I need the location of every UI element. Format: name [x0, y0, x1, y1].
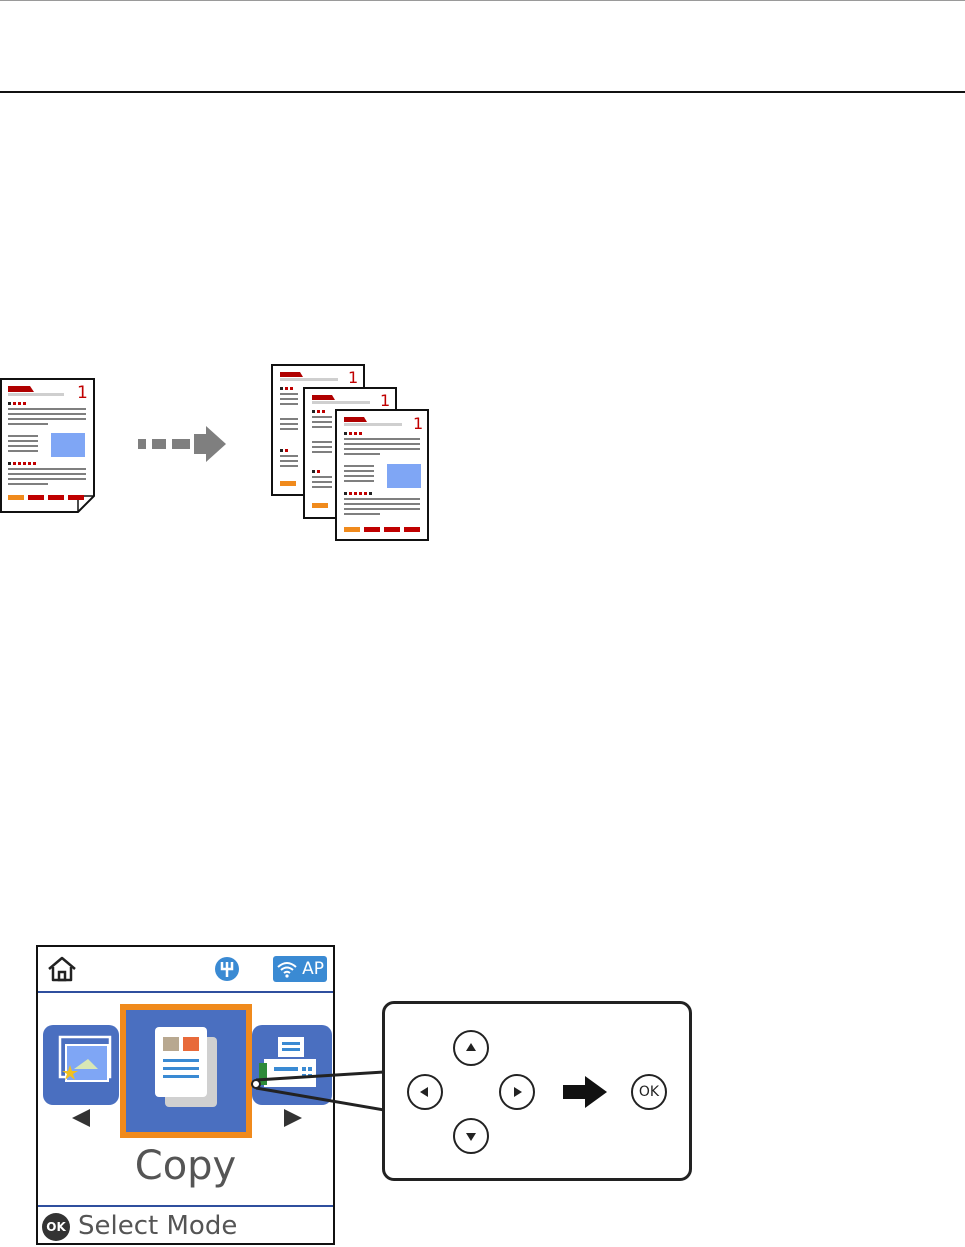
copy-sheet-front: 1 [336, 410, 428, 540]
copy-mode-icon[interactable] [123, 1007, 249, 1135]
lcd-status-bar: AP [38, 947, 333, 991]
wifi-waves-icon [276, 960, 298, 978]
right-arrow-button-icon [501, 1076, 533, 1108]
lcd-footer: OK Select Mode [38, 1209, 333, 1245]
copies-stack-icon: 1 1 1 [270, 363, 432, 543]
copy-page-number-back: 1 [348, 368, 358, 387]
copy-page-number-middle: 1 [380, 391, 390, 410]
left-arrow-button-icon [409, 1076, 441, 1108]
usb-icon [214, 955, 240, 983]
right-button[interactable] [499, 1074, 535, 1110]
dashed-arrow-icon [136, 424, 228, 464]
up-button[interactable] [453, 1030, 489, 1066]
select-mode-label: Select Mode [78, 1211, 237, 1241]
original-document-icon: 1 [0, 378, 96, 514]
home-icon[interactable] [46, 955, 78, 983]
lcd-top-divider [38, 991, 333, 993]
down-button[interactable] [453, 1118, 489, 1154]
callout-connector [250, 1060, 390, 1120]
left-arrow-icon[interactable] [72, 1109, 90, 1127]
up-arrow-icon [455, 1032, 487, 1064]
arrow-right-icon [561, 1074, 609, 1110]
ok-badge-icon: OK [42, 1213, 70, 1241]
header-rule [0, 91, 965, 93]
ap-label: AP [302, 959, 324, 979]
control-pad-callout: OK [382, 1001, 692, 1181]
down-arrow-icon [455, 1120, 487, 1152]
copy-page-number-front: 1 [413, 414, 423, 433]
scan-mode-icon[interactable] [43, 1025, 119, 1105]
mode-label: Copy [38, 1143, 333, 1189]
top-rule [0, 0, 965, 1]
lcd-bottom-divider [38, 1205, 333, 1207]
ok-button[interactable]: OK [631, 1074, 667, 1110]
original-page-number: 1 [77, 383, 88, 403]
left-button[interactable] [407, 1074, 443, 1110]
wifi-ap-icon: AP [273, 956, 327, 982]
